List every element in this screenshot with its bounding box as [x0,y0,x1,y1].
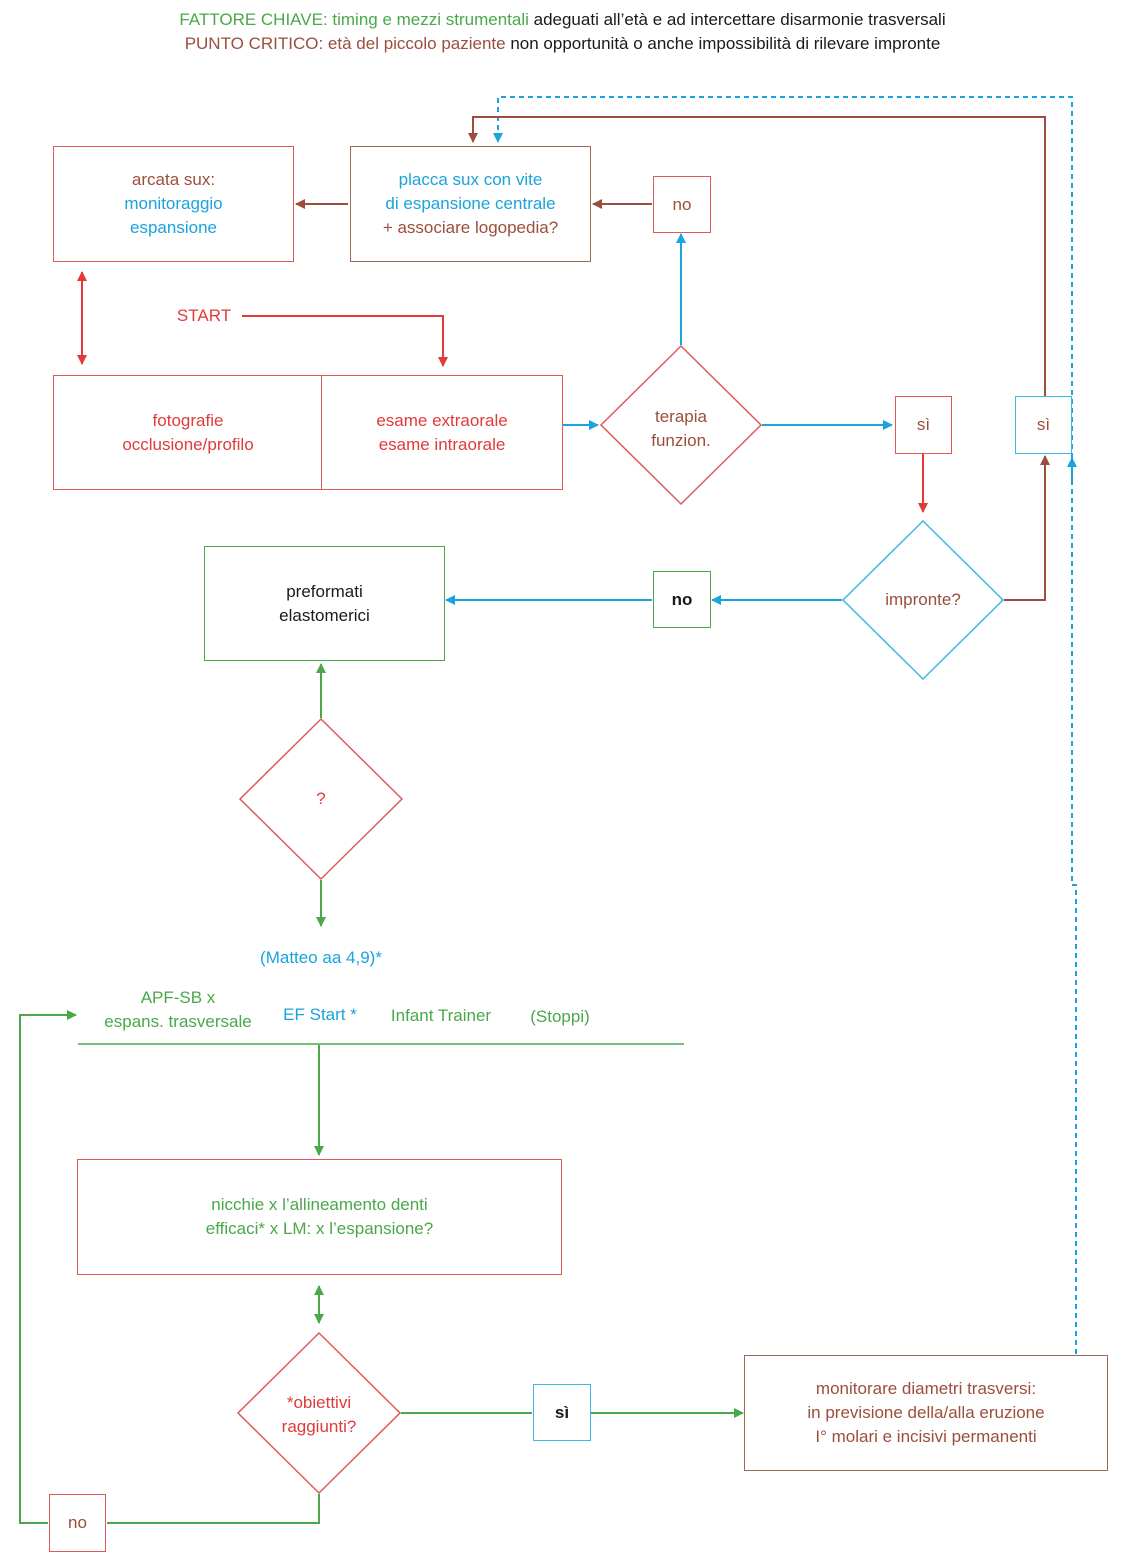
si-bottom-label: sì [554,1402,570,1422]
si-right-label: sì [1036,415,1051,434]
arcata-line-3: espansione [130,218,217,237]
impronte-si-connector [1004,455,1050,601]
question-label: ? [316,789,326,808]
apf-sb-line-2: espans. trasversale [104,1012,252,1031]
question-diamond [238,717,404,881]
no-devices-connector [19,1010,77,1524]
monitorare-line-2: in previsione della/alla eruzione [807,1403,1045,1422]
apf-sb-label: APF-SB x espans. trasversale [88,986,268,1034]
terapia-diamond [599,344,763,506]
monitorare-line-3: I° molari e incisivi permanenti [815,1427,1037,1446]
obiettivi-label: *obiettivi raggiunti? [259,1391,379,1439]
arcata-box: arcata sux: monitoraggio espansione [53,146,294,262]
fotografie-line-1: fotografie [152,410,224,430]
esame-line-2: esame intraorale [378,434,506,454]
preformati-box: preformati elastomerici [204,546,445,661]
arcata-line-2: monitoraggio [124,194,223,213]
no-mid-box: no [653,571,711,628]
no-mid-label: no [671,589,693,609]
impronte-label: impronte? [885,590,961,609]
critical-point-label: PUNTO CRITICO: età del piccolo paziente [184,34,506,53]
stoppi-label: (Stoppi) [530,1007,590,1026]
obiettivi-line-2: raggiunti? [281,1417,357,1436]
placca-line-2: di espansione centrale [385,194,556,213]
arcata-line-1: arcata sux: [131,170,216,189]
obiettivi-no-connector [107,1494,320,1524]
key-factor-label: FATTORE CHIAVE: timing e mezzi strumenta… [179,10,529,29]
dashed-feedback-connector [493,96,1077,1354]
matteo-label: (Matteo aa 4,9)* [260,948,382,967]
terapia-line-1: terapia [655,407,707,426]
si-mid-box: sì [895,396,952,454]
esame-box: esame extraorale esame intraorale [321,375,563,490]
placca-line-3: + associare logopedia? [382,218,559,237]
nicchie-line-1: nicchie x l’allineamento denti [211,1195,428,1214]
header-line-2: PUNTO CRITICO: età del piccolo paziente … [0,32,1125,56]
monitorare-box: monitorare diametri trasversi: in previs… [744,1355,1108,1471]
terapia-label: terapia funzion. [621,405,741,453]
si-placca-connector [468,116,1046,396]
placca-box: placca sux con vite di espansione centra… [350,146,591,262]
obiettivi-line-1: *obiettivi [286,1393,352,1412]
no-bottom-box: no [49,1494,106,1552]
ef-start-label: EF Start * [283,1005,357,1024]
start-label: START [176,306,232,325]
no-top-label: no [672,194,692,214]
fotografie-line-2: occlusione/profilo [122,434,254,454]
no-bottom-label: no [68,1513,87,1532]
esame-line-1: esame extraorale [376,410,508,430]
critical-point-text: non opportunità o anche impossibilità di… [505,34,941,53]
si-right-box: sì [1015,396,1072,454]
no-top-box: no [653,176,711,233]
placca-line-1: placca sux con vite [398,170,543,189]
key-factor-text: adeguati all’età e ad intercettare disar… [528,10,946,29]
preformati-line-1: preformati [286,581,363,601]
start-connector [242,315,448,367]
monitorare-line-1: monitorare diametri trasversi: [815,1379,1037,1398]
header-line-1: FATTORE CHIAVE: timing e mezzi strumenta… [0,8,1125,32]
terapia-line-2: funzion. [651,431,711,450]
impronte-diamond [841,519,1005,681]
apf-sb-line-1: APF-SB x [140,988,216,1007]
nicchie-line-2: efficaci* x LM: x l’espansione? [205,1219,434,1238]
obiettivi-diamond [236,1331,402,1495]
preformati-line-2: elastomerici [279,605,370,625]
si-mid-label: sì [916,415,931,434]
nicchie-box: nicchie x l’allineamento denti efficaci*… [77,1159,562,1275]
fotografie-box: fotografie occlusione/profilo [53,375,323,490]
si-bottom-box: sì [533,1384,591,1441]
infant-trainer-label: Infant Trainer [390,1006,492,1025]
